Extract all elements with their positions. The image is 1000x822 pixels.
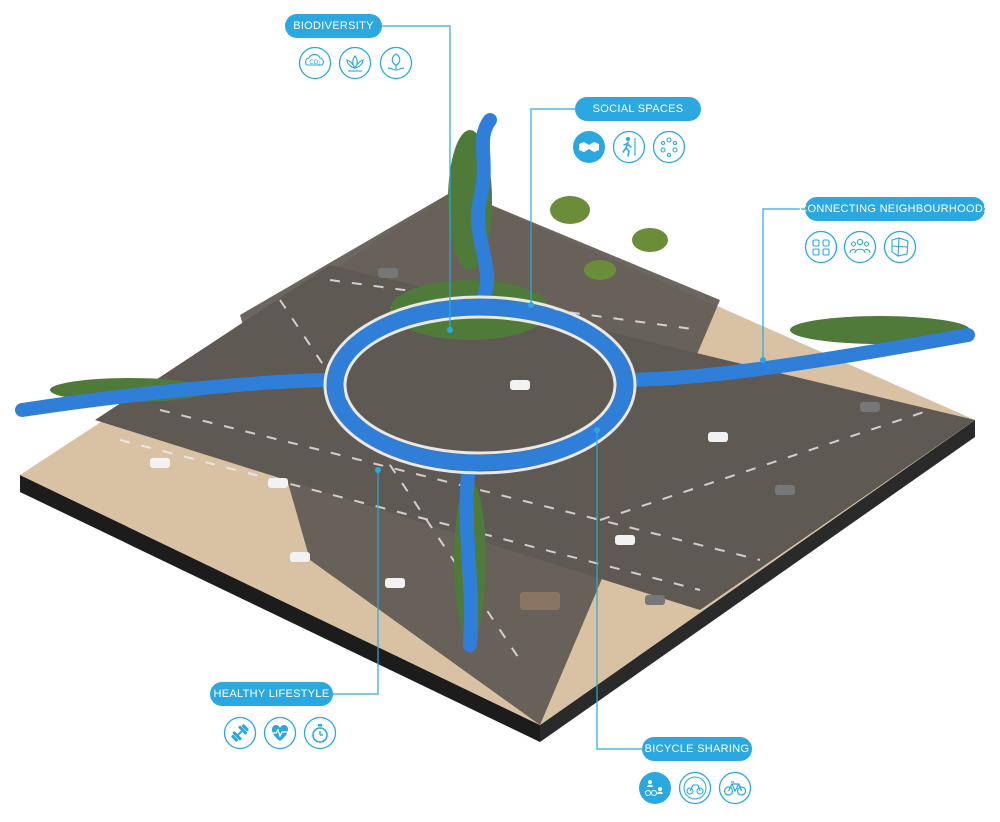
leader-bicycle-sharing	[596, 430, 642, 750]
label-social-spaces: SOCIAL SPACES	[575, 97, 701, 121]
leader-healthy-lifestyle	[333, 470, 379, 695]
label-connecting-neighbourhoods: CONNECTING NEIGHBOURHOODS	[799, 197, 990, 221]
path-edges	[323, 295, 637, 475]
handshake-icon	[573, 131, 605, 163]
path-north	[470, 113, 497, 312]
stopwatch-icon	[303, 716, 337, 750]
path-east	[613, 328, 975, 387]
dumbbell-icon	[223, 716, 257, 750]
label-biodiversity: BIODIVERSITY	[285, 14, 382, 38]
city-map-icon	[883, 230, 917, 264]
leader-biodiversity	[382, 25, 451, 330]
label-bicycle-sharing: BICYCLE SHARING	[642, 737, 752, 761]
path-west	[15, 373, 347, 417]
bicycle-icon	[718, 771, 752, 805]
co2-icon: CO₂	[298, 46, 332, 80]
lotus-icon	[338, 46, 372, 80]
label-healthy-lifestyle: HEALTHY LIFESTYLE	[210, 682, 333, 706]
cycle-paths	[15, 113, 975, 652]
co2-text: CO₂	[309, 60, 321, 66]
connected-blocks-icon	[804, 230, 838, 264]
people-group-icon	[843, 230, 877, 264]
bike-circle-icon	[678, 771, 712, 805]
base-block-front-left	[20, 475, 540, 742]
vehicles	[150, 268, 880, 610]
leader-dots	[375, 302, 766, 473]
base-block-front-right	[540, 420, 975, 742]
bike-sharing-icon	[639, 772, 671, 804]
community-network-icon	[652, 130, 686, 164]
leader-lines	[333, 25, 805, 750]
leader-social-spaces	[530, 108, 575, 305]
path-south	[459, 453, 479, 652]
tree-hand-icon	[379, 46, 413, 80]
leader-connecting-neighbourhoods	[762, 208, 805, 360]
heartbeat-icon	[263, 716, 297, 750]
walking-person-icon	[612, 130, 646, 164]
